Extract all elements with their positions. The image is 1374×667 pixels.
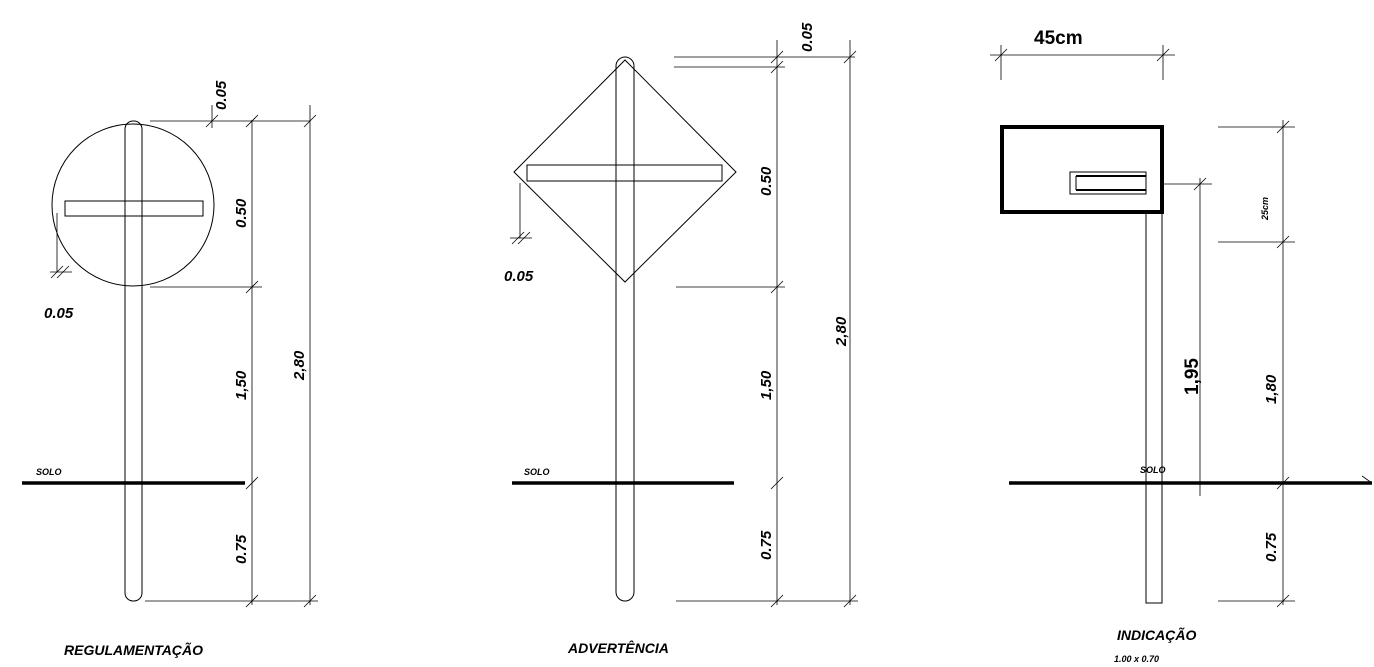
plate-bar: [526, 164, 723, 182]
sign-regulamentacao: SOLO 0.05 0.50 1,50 2,80 0.75 0.05 REGUL…: [22, 80, 318, 658]
dim-total-label: 2,80: [291, 350, 308, 381]
post: [124, 120, 143, 602]
caption-indicacao: INDICAÇÃO: [1117, 626, 1196, 643]
sign-advertencia: SOLO 0.05 0.50 1,50 2,80 0.75 0.05 ADVER…: [504, 22, 858, 656]
dim-plate-label: 25cm: [1260, 197, 1270, 221]
plate-bracket: [1069, 171, 1147, 195]
ground-line-arrow: [1361, 475, 1373, 484]
dim-plate-label: 0.50: [233, 198, 250, 228]
dim-post-label: 1,80: [1263, 374, 1280, 404]
dim-ticks: [511, 50, 857, 608]
ground-label: SOLO: [524, 467, 550, 477]
dim-buried-label: 0.75: [1263, 532, 1280, 562]
sign-indicacao: SOLO 45cm 1,95 25cm 1,80 0.75 IND: [990, 28, 1373, 664]
dim-total-label: 2,80: [833, 316, 850, 347]
dim-top-label: 0.05: [799, 22, 816, 52]
ground-label: SOLO: [1140, 465, 1166, 475]
diamond-plate: [513, 59, 737, 283]
rectangular-plate: [1000, 125, 1164, 214]
caption-advertencia: ADVERTÊNCIA: [567, 639, 669, 656]
dim-width-label: 45cm: [1034, 28, 1083, 49]
dim-ticks-height: [1193, 177, 1207, 191]
post: [615, 56, 635, 602]
dim-gap-label: 0.05: [504, 268, 534, 285]
caption-regulamentacao: REGULAMENTAÇÃO: [64, 641, 203, 658]
dim-top-label: 0.05: [213, 80, 230, 110]
ground-label: SOLO: [36, 467, 62, 477]
dim-plate-label: 0.50: [758, 166, 775, 196]
post: [1145, 211, 1163, 604]
dim-post-label: 1,50: [233, 370, 250, 400]
dim-ticks: [50, 114, 317, 608]
caption-indicacao-size: 1,00 x 0,70: [1114, 654, 1159, 662]
plate-bar: [64, 200, 204, 217]
dim-post-label: 1,50: [758, 370, 775, 400]
dim-buried-label: 0.75: [233, 534, 250, 564]
dim-ticks-width: [994, 48, 1170, 62]
dim-ticks-stack: [1276, 120, 1290, 608]
dim-gap-label: 0.05: [44, 305, 74, 322]
dim-buried-label: 0.75: [758, 530, 775, 560]
circular-plate: [51, 123, 215, 287]
dim-height-label: 1,95: [1182, 358, 1203, 395]
